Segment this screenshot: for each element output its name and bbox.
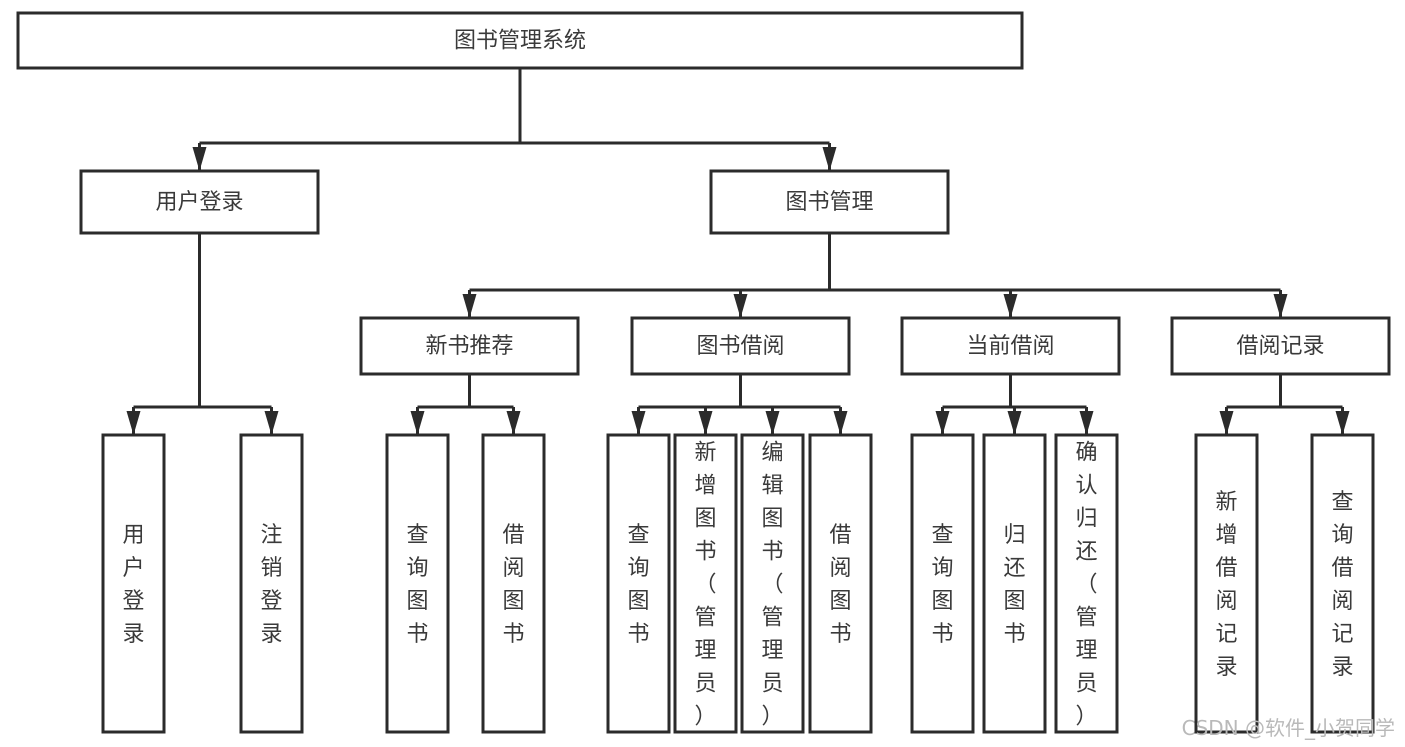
node-box: [673, 433, 738, 734]
node-leaf-query-book-current[interactable]: 查询图书: [910, 433, 975, 734]
node-box: [79, 169, 320, 235]
node-box: [385, 433, 450, 734]
node-label: 借阅记录: [1236, 334, 1324, 359]
node-label: 编辑图书（管理员）: [761, 441, 783, 730]
arrow-head-icon: [1335, 411, 1350, 435]
node-label: 新增借阅记录: [1215, 490, 1237, 680]
arrow-head-icon: [1219, 411, 1234, 435]
arrow-head-icon: [1273, 294, 1288, 318]
node-label: 图书管理: [785, 190, 873, 215]
node-label: 当前借阅: [966, 334, 1054, 359]
arrow-head-icon: [126, 411, 141, 435]
node-box: [630, 316, 851, 376]
node-box: [359, 316, 580, 376]
node-leaf-logout[interactable]: 注销登录: [239, 433, 304, 734]
node-box: [239, 433, 304, 734]
node-box: [606, 433, 671, 734]
node-box: [709, 169, 950, 235]
node-user-login[interactable]: 用户登录: [79, 169, 320, 235]
arrow-head-icon: [698, 411, 713, 435]
node-box: [481, 433, 546, 734]
node-label: 借阅图书: [502, 523, 524, 647]
node-current-borrow[interactable]: 当前借阅: [900, 316, 1121, 376]
node-book-manage[interactable]: 图书管理: [709, 169, 950, 235]
node-label: 查询图书: [931, 523, 953, 647]
arrow-head-icon: [1079, 411, 1094, 435]
arrow-head-icon: [935, 411, 950, 435]
node-label: 用户登录: [122, 523, 144, 647]
arrow-head-icon: [822, 147, 837, 171]
node-box: [910, 433, 975, 734]
node-leaf-confirm-return-admin[interactable]: 确认归还（管理员）: [1054, 433, 1119, 734]
arrow-head-icon: [192, 147, 207, 171]
arrow-head-icon: [631, 411, 646, 435]
node-label: 借阅图书: [829, 523, 851, 647]
node-leaf-return-book[interactable]: 归还图书: [982, 433, 1047, 734]
node-leaf-edit-book-admin[interactable]: 编辑图书（管理员）: [740, 433, 805, 734]
node-label: 查询借阅记录: [1331, 490, 1353, 680]
node-new-book-recommend[interactable]: 新书推荐: [359, 316, 580, 376]
node-box: [740, 433, 805, 734]
node-label: 图书借阅: [696, 334, 784, 359]
node-label: 确认归还（管理员）: [1075, 441, 1097, 730]
node-label: 查询图书: [627, 523, 649, 647]
node-box: [1054, 433, 1119, 734]
node-box: [16, 11, 1024, 70]
node-leaf-add-book-admin[interactable]: 新增图书（管理员）: [673, 433, 738, 734]
node-label: 新增图书（管理员）: [694, 441, 716, 730]
node-leaf-user-login[interactable]: 用户登录: [101, 433, 166, 734]
node-box: [101, 433, 166, 734]
node-leaf-query-book-recommend[interactable]: 查询图书: [385, 433, 450, 734]
node-leaf-borrow-book[interactable]: 借阅图书: [808, 433, 873, 734]
node-label: 图书管理系统: [454, 29, 586, 54]
arrow-head-icon: [1003, 294, 1018, 318]
arrow-head-icon: [833, 411, 848, 435]
arrow-head-icon: [462, 294, 477, 318]
arrow-head-icon: [765, 411, 780, 435]
node-box: [808, 433, 873, 734]
arrow-head-icon: [264, 411, 279, 435]
node-box: [1310, 433, 1375, 734]
node-book-borrow[interactable]: 图书借阅: [630, 316, 851, 376]
node-label: 用户登录: [155, 190, 243, 215]
arrow-head-icon: [733, 294, 748, 318]
node-box: [1194, 433, 1259, 734]
node-borrow-record[interactable]: 借阅记录: [1170, 316, 1391, 376]
node-label: 归还图书: [1003, 523, 1025, 647]
node-leaf-add-borrow-record[interactable]: 新增借阅记录: [1194, 433, 1259, 734]
node-label: 查询图书: [406, 523, 428, 647]
arrow-head-icon: [410, 411, 425, 435]
node-box: [1170, 316, 1391, 376]
nodes-layer: 图书管理系统用户登录图书管理新书推荐图书借阅当前借阅借阅记录用户登录注销登录查询…: [16, 11, 1391, 734]
edges-layer: [126, 68, 1350, 435]
node-leaf-query-borrow-record[interactable]: 查询借阅记录: [1310, 433, 1375, 734]
node-leaf-borrow-book-recommend[interactable]: 借阅图书: [481, 433, 546, 734]
node-label: 注销登录: [260, 523, 282, 647]
node-root[interactable]: 图书管理系统: [16, 11, 1024, 70]
node-box: [900, 316, 1121, 376]
node-label: 新书推荐: [425, 334, 513, 359]
arrow-head-icon: [1007, 411, 1022, 435]
arrow-head-icon: [506, 411, 521, 435]
node-leaf-query-book-borrow[interactable]: 查询图书: [606, 433, 671, 734]
node-box: [982, 433, 1047, 734]
